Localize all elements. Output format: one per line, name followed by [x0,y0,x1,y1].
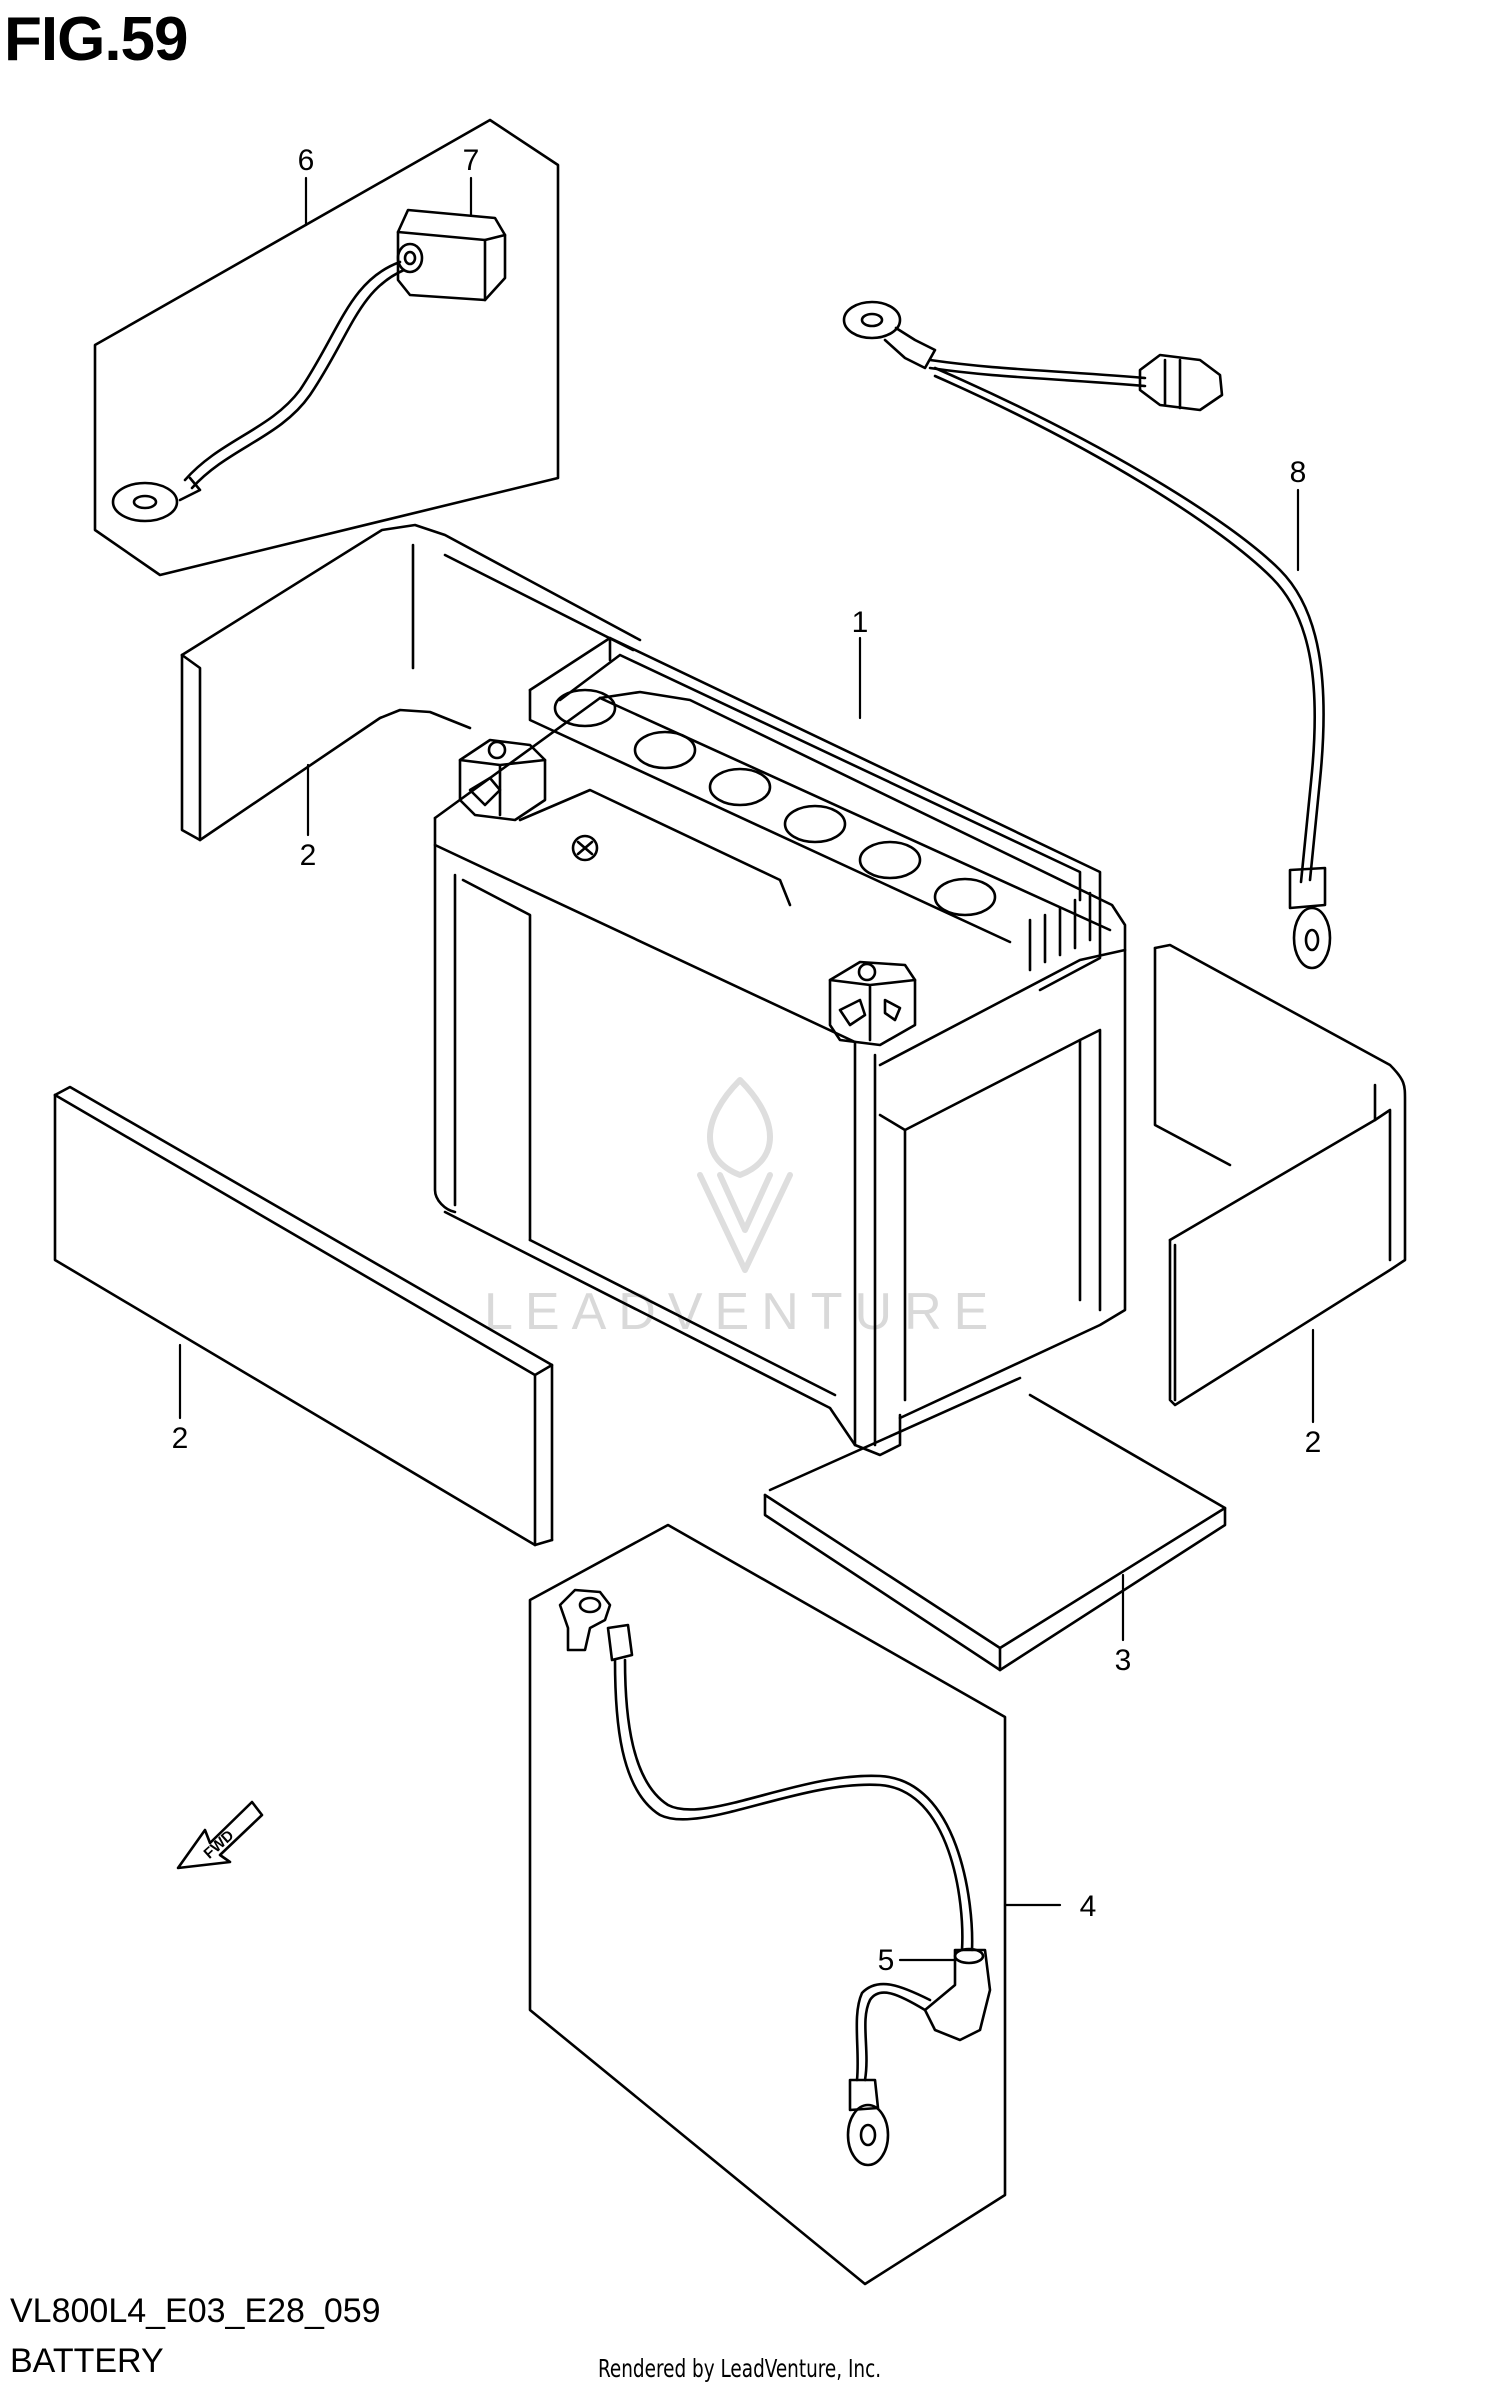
part-label-1: 1 [852,606,869,639]
battery-pad-lower-left [53,1085,554,1547]
battery-body [433,636,1127,1457]
part-label-6: 6 [298,144,315,177]
positive-cable-panel [528,1523,1007,2286]
battery-plate [763,1376,1227,1672]
part-label-2-upper-left: 2 [300,839,317,872]
part-label-7: 7 [463,144,480,177]
leader-lines [178,176,1315,1962]
diagram-code: VL800L4_E03_E28_059 [10,2292,381,2330]
part-labels: 1 2 2 2 3 4 5 6 7 8 [172,144,1322,1977]
rendered-by-credit: Rendered by LeadVenture, Inc. [598,2354,882,2383]
part-label-2-lower-left: 2 [172,1422,189,1455]
diagram-caption: BATTERY [10,2342,164,2380]
sensor-lead [842,300,1332,970]
part-label-2-right: 2 [1305,1426,1322,1459]
battery-pad-upper-left [180,523,642,842]
figure-title: FIG.59 [4,5,189,74]
part-label-8: 8 [1290,456,1307,489]
part-label-3: 3 [1115,1644,1132,1677]
fwd-arrow-icon: FWD [176,1800,264,1870]
part-label-5: 5 [878,1944,895,1977]
battery-pad-right [1153,943,1407,1407]
flame-v-logo-icon [697,1077,793,1273]
part-label-4: 4 [1080,1890,1097,1923]
negative-cable-panel [93,118,560,577]
